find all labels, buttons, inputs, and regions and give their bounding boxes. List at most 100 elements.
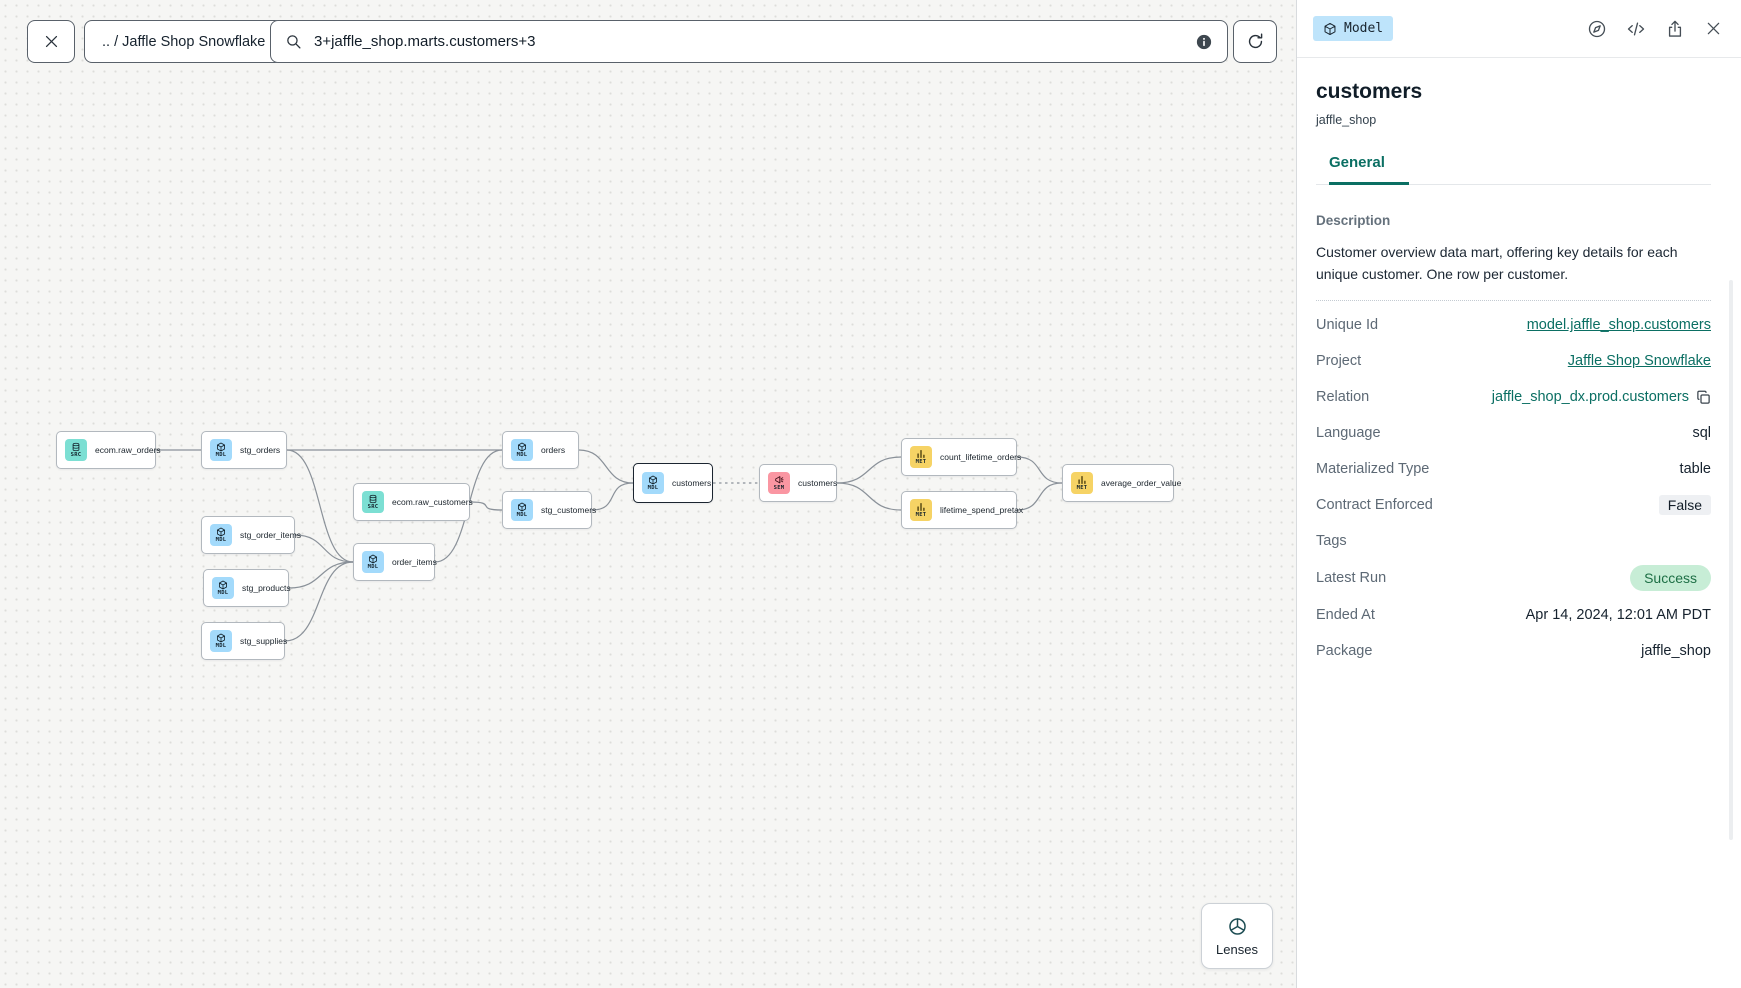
graph-edge — [1016, 456, 1063, 484]
resource-type-badge: Model — [1313, 16, 1394, 41]
share-button[interactable] — [1663, 17, 1687, 41]
page-title: customers — [1316, 80, 1423, 103]
metric-icon: MET — [910, 446, 932, 468]
source-database-icon: SRC — [362, 491, 384, 513]
field-value-link[interactable]: model.jaffle_shop.customers — [1526, 317, 1711, 334]
close-lineage-button[interactable] — [27, 20, 75, 63]
field-row-tags: Tags — [1316, 529, 1711, 553]
graph-edge — [286, 449, 354, 563]
source-database-icon: SRC — [65, 439, 87, 461]
status-chip: False — [1658, 495, 1711, 516]
field-row-materialized-type: Materialized Type table — [1316, 457, 1711, 481]
model-cube-icon: MDL — [210, 439, 232, 461]
description-heading: Description — [1316, 213, 1391, 228]
node-label: customers — [672, 478, 712, 488]
field-label: Materialized Type — [1316, 461, 1430, 478]
graph-node-stg-orders[interactable]: MDL stg_orders — [201, 431, 287, 469]
close-panel-button[interactable] — [1702, 17, 1725, 40]
panel-actions — [1585, 17, 1725, 41]
field-label: Latest Run — [1316, 570, 1387, 587]
field-value: jaffle_shop — [1641, 643, 1711, 660]
model-cube-icon — [1324, 22, 1336, 35]
field-label: Tags — [1316, 533, 1347, 550]
node-label: count_lifetime_orders — [940, 452, 1022, 462]
lineage-search-bar[interactable] — [270, 20, 1228, 63]
field-label: Package — [1316, 643, 1373, 660]
graph-node-stg-products[interactable]: MDL stg_products — [203, 569, 291, 607]
field-value: jaffle_shop_dx.prod.customers — [1491, 389, 1689, 406]
field-label: Project — [1316, 353, 1362, 370]
graph-node-stg-customers[interactable]: MDL stg_customers — [502, 491, 596, 529]
graph-node-count-lifetime-orders[interactable]: MET count_lifetime_orders — [901, 438, 1021, 476]
tab-general[interactable]: General — [1329, 154, 1409, 185]
node-label: orders — [541, 445, 566, 455]
compass-icon — [1588, 20, 1606, 37]
info-icon[interactable] — [1195, 33, 1213, 51]
divider — [1316, 300, 1711, 302]
field-row-unique-id: Unique Id model.jaffle_shop.customers — [1316, 313, 1711, 337]
graph-edge — [836, 482, 902, 511]
node-label: lifetime_spend_pretax — [940, 505, 1024, 515]
node-label: order_items — [392, 557, 437, 567]
node-label: ecom.raw_orders — [95, 445, 161, 455]
node-label: stg_customers — [541, 505, 597, 515]
graph-node-order-items[interactable]: MDL order_items — [353, 543, 437, 581]
refresh-button[interactable] — [1233, 20, 1277, 63]
node-label: average_order_value — [1101, 478, 1182, 488]
node-label: customers — [798, 478, 838, 488]
node-label: stg_order_items — [240, 530, 301, 540]
graph-node-ecom-raw-customers[interactable]: SRC ecom.raw_customers — [353, 483, 473, 521]
graph-node-stg-order-items[interactable]: MDL stg_order_items — [201, 516, 301, 554]
panel-scrollbar[interactable] — [1729, 280, 1733, 840]
search-input[interactable] — [312, 32, 1185, 51]
field-row-relation: Relation jaffle_shop_dx.prod.customers — [1316, 385, 1711, 409]
page-subtitle: jaffle_shop — [1316, 113, 1377, 127]
node-label: stg_products — [242, 583, 291, 593]
panel-tabs: General — [1316, 154, 1711, 185]
graph-edge — [288, 561, 354, 589]
explore-button[interactable] — [1585, 17, 1609, 41]
code-icon — [1627, 22, 1645, 35]
node-label: ecom.raw_customers — [392, 497, 473, 507]
close-icon — [45, 35, 57, 48]
field-label: Unique Id — [1316, 317, 1379, 334]
field-value-link[interactable]: Jaffle Shop Snowflake — [1567, 353, 1711, 370]
field-row-project: Project Jaffle Shop Snowflake — [1316, 349, 1711, 373]
field-label: Contract Enforced — [1316, 497, 1433, 514]
share-icon — [1668, 20, 1682, 37]
node-label: stg_orders — [240, 445, 281, 455]
graph-node-orders[interactable]: MDL orders — [502, 431, 579, 469]
graph-edge — [294, 534, 354, 563]
field-value-with-copy: jaffle_shop_dx.prod.customers — [1492, 389, 1711, 405]
field-value: sql — [1692, 425, 1711, 442]
model-cube-icon: MDL — [210, 630, 232, 652]
resource-type-label: Model — [1344, 21, 1384, 36]
model-cube-icon: MDL — [511, 499, 533, 521]
breadcrumb[interactable]: .. / Jaffle Shop Snowflake — [84, 20, 284, 63]
field-value: Apr 14, 2024, 12:01 AM PDT — [1525, 607, 1711, 624]
graph-edge — [591, 482, 634, 511]
model-cube-icon: MDL — [210, 524, 232, 546]
graph-edge — [469, 501, 503, 511]
field-label: Relation — [1316, 389, 1370, 406]
description-text: Customer overview data mart, offering ke… — [1316, 244, 1678, 283]
lenses-label: Lenses — [1216, 941, 1258, 957]
lenses-button[interactable]: Lenses — [1201, 903, 1273, 969]
panel-header: Model — [1297, 0, 1741, 58]
view-code-button[interactable] — [1624, 17, 1648, 41]
graph-node-ecom-raw-orders[interactable]: SRC ecom.raw_orders — [56, 431, 161, 469]
field-value: table — [1679, 461, 1711, 478]
model-cube-icon: MDL — [362, 551, 384, 573]
model-cube-icon: MDL — [511, 439, 533, 461]
copy-icon[interactable] — [1696, 390, 1711, 405]
graph-edge — [836, 456, 902, 484]
model-cube-icon: MDL — [212, 577, 234, 599]
